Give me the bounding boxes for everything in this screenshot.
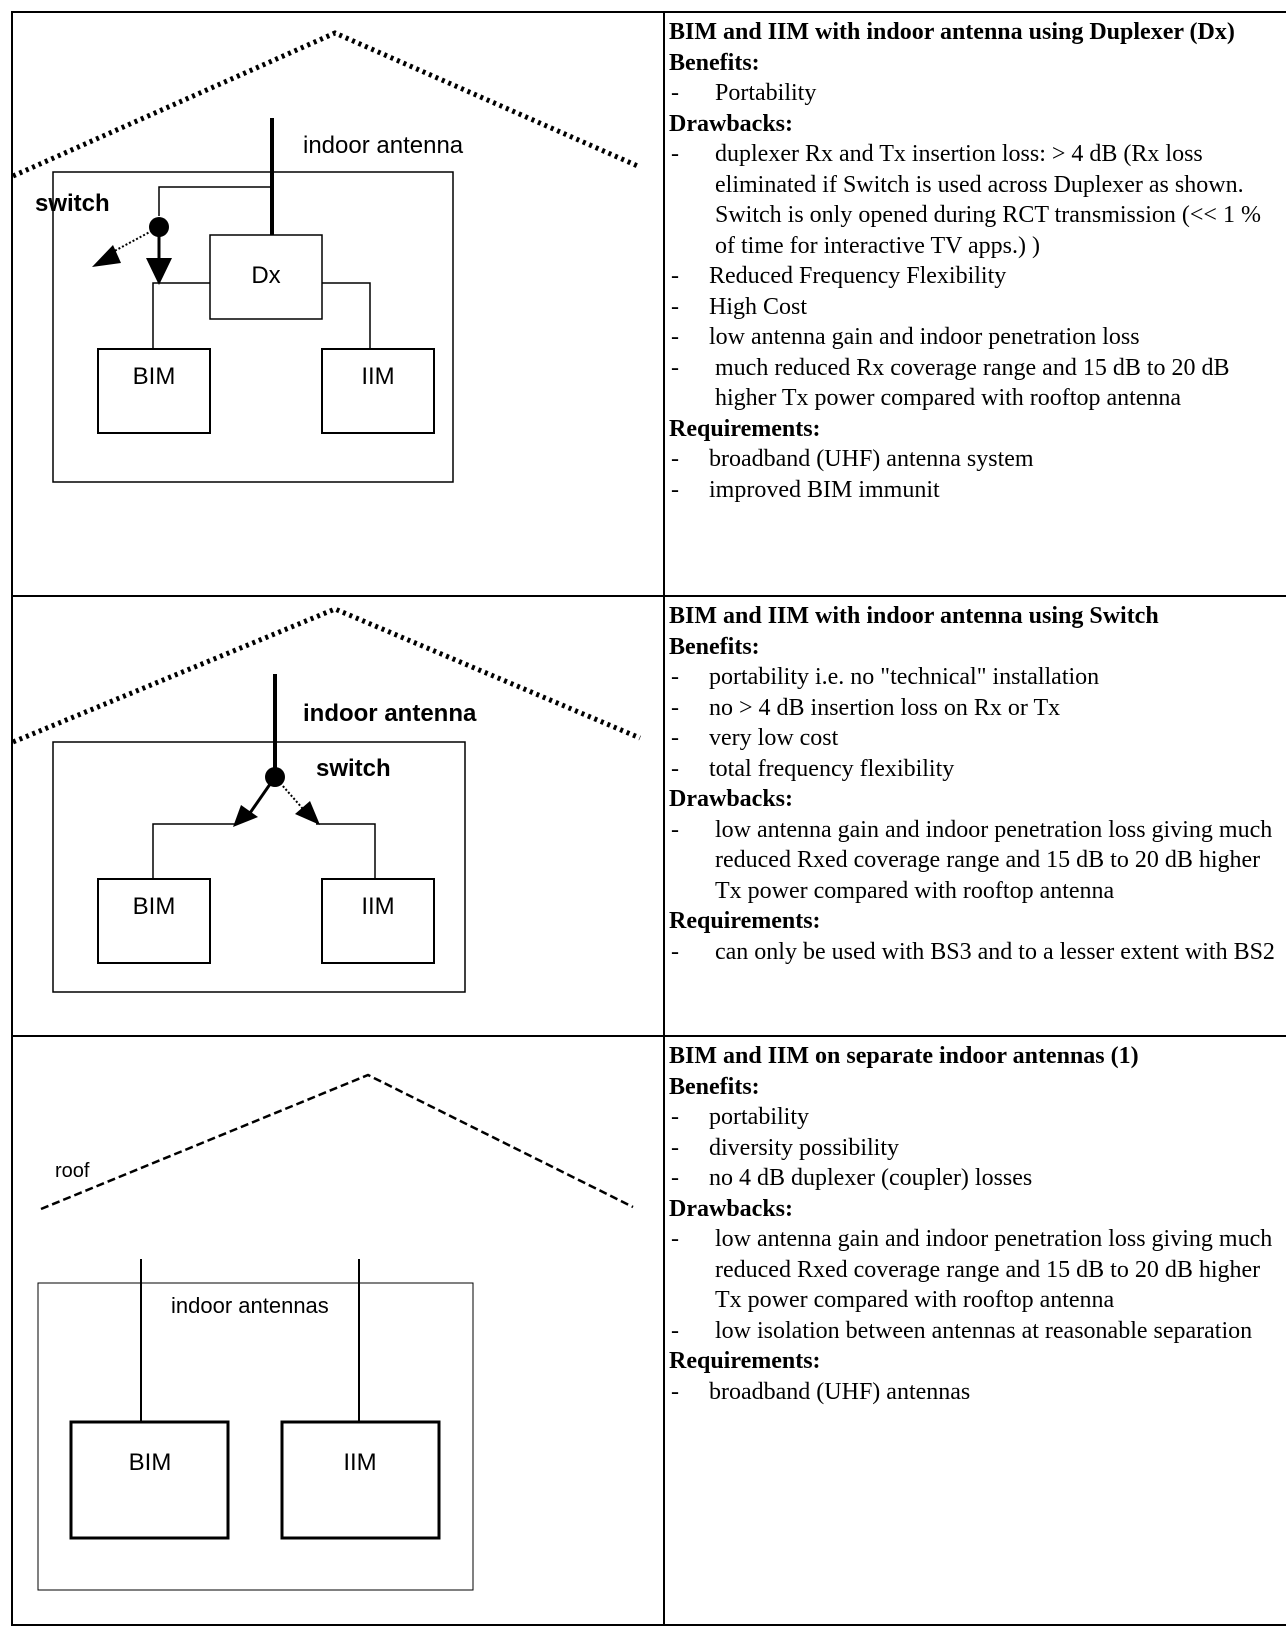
roof-line [12,606,641,745]
antennas-label: indoor antennas [171,1293,329,1318]
antenna-label: indoor antenna [303,700,477,727]
iim-label: IIM [361,363,394,390]
dx-iim-wire [322,282,371,349]
bim-label: BIM [133,363,176,390]
column-divider [663,13,665,595]
list-item: -diversity possibility [671,1134,900,1161]
list-item: -portability [671,1104,809,1130]
description-cell: BIM and IIM with indoor antenna using Du… [669,17,1286,505]
diagram-cell: indoor antenna switch BIM IIM [12,597,663,1035]
list-item: -low antenna gain and indoor penetration… [671,1226,1273,1313]
duplexer-diagram: indoor antenna switch Dx BIM IIM [11,30,642,483]
diagram-cell: roof indoor antennas BIM IIM [13,1037,663,1624]
drawbacks-heading: Drawbacks: [669,786,793,812]
diagram-cell: indoor antenna switch Dx BIM IIM [11,13,663,595]
list-item: -improved BIM immunit [671,476,940,503]
description-cell: BIM and IIM with indoor antenna using Sw… [669,601,1286,967]
list-item: -duplexer Rx and Tx insertion loss: > 4 … [671,141,1261,259]
bim-label: BIM [129,1449,172,1476]
switch-alt-arrow [92,245,121,267]
list-item: -broadband (UHF) antennas [671,1378,971,1405]
list-item: -low antenna gain and indoor penetration… [671,816,1273,904]
list-item: -can only be used with BS3 and to a less… [671,938,1275,965]
list-item: -very low cost [671,725,839,751]
house-box [37,1282,474,1591]
requirements-heading: Requirements: [669,415,821,442]
column-divider [663,1037,665,1624]
iim-label: IIM [361,893,394,920]
switch-label: switch [35,190,110,217]
table-row: indoor antenna switch BIM IIM BIM and II… [11,595,1286,1035]
house-box [52,741,466,993]
drawbacks-heading: Drawbacks: [669,1195,793,1222]
benefits-heading: Benefits: [669,1073,760,1100]
list-item: -total frequency flexibility [671,755,955,782]
switch-alt-arrow [295,801,320,825]
list-item: -High Cost [671,293,808,320]
description-cell: BIM and IIM on separate indoor antennas … [669,1041,1286,1407]
switch-arrow [146,258,172,285]
list-item: -no > 4 dB insertion loss on Rx or Tx [671,694,1061,721]
list-item: -low isolation between antennas at reaso… [671,1317,1253,1344]
bim-box [69,1420,230,1540]
switch-label: switch [316,755,391,782]
switch-alt-arm [274,776,304,810]
requirements-heading: Requirements: [669,1348,821,1374]
bim-box [97,348,211,434]
roof-line [11,30,642,179]
iim-box [321,878,435,964]
switch-arm [248,776,277,814]
separate-antennas-diagram: roof indoor antennas BIM IIM [37,1073,634,1591]
table-row: roof indoor antennas BIM IIM BIM and IIM… [11,1035,1286,1626]
list-item: -portability i.e. no "technical" install… [671,664,1100,690]
list-item: -much reduced Rx coverage range and 15 d… [671,354,1230,412]
bim-box [97,878,211,964]
list-item: -broadband (UHF) antenna system [671,446,1034,472]
switch-wire [158,186,272,216]
benefits-heading: Benefits: [669,49,760,76]
dx-bim-wire [152,282,210,349]
duplexer-label: Dx [251,262,280,289]
switch-diagram: indoor antenna switch BIM IIM [12,606,641,993]
row-title: BIM and IIM on separate indoor antennas … [669,1043,1139,1069]
iim-box [321,348,435,434]
list-item: -low antenna gain and indoor penetration… [671,324,1140,350]
duplexer-box [209,234,323,320]
switch-alt-arm [106,226,160,256]
bim-label: BIM [133,893,176,920]
list-item: -Reduced Frequency Flexibility [671,263,1007,289]
iim-label: IIM [343,1449,376,1476]
roof-line [40,1073,634,1211]
roof-label: roof [55,1160,90,1182]
table-row: indoor antenna switch Dx BIM IIM BIM and [11,11,1286,595]
drawbacks-heading: Drawbacks: [669,110,793,137]
switch-bim-wire [152,823,236,879]
row-title: BIM and IIM with indoor antenna using Du… [669,19,1235,45]
switch-arrow [233,805,258,827]
iim-box [280,1420,441,1540]
list-item: -no 4 dB duplexer (coupler) losses [671,1165,1033,1191]
benefits-heading: Benefits: [669,633,760,660]
switch-iim-wire [316,823,376,879]
house-box [52,171,454,483]
requirements-heading: Requirements: [669,908,821,934]
row-title: BIM and IIM with indoor antenna using Sw… [669,603,1159,629]
antenna-label: indoor antenna [303,132,464,159]
list-item: -Portability [671,80,817,106]
column-divider [663,597,665,1035]
